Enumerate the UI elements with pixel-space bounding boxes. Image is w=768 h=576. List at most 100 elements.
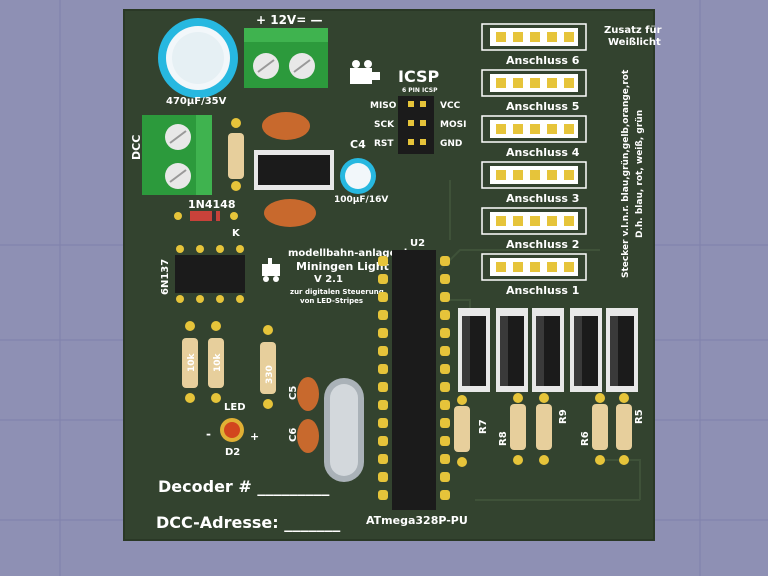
c5-label: C5 [288, 386, 299, 400]
dcc-label: DCC [130, 135, 143, 160]
connector-anschluss-4: Anschluss 4 [481, 115, 587, 159]
r8-label: R8 [498, 431, 509, 446]
icsp-vcc: VCC [440, 101, 461, 111]
capacitor-c5 [297, 377, 319, 411]
mcu-pad [440, 292, 450, 302]
connector-label: Anschluss 1 [506, 284, 579, 297]
u2-label: U2 [410, 238, 425, 249]
optocoupler-label: 6N137 [160, 259, 171, 295]
resistor-10k-a-label: 10k [187, 352, 197, 372]
icsp-mosi: MOSI [440, 120, 466, 130]
power-terminal-label: + 12V= — [256, 13, 322, 27]
mcu-pad [378, 274, 388, 284]
resistor-r7 [454, 395, 470, 467]
resistor-dcc [228, 118, 244, 191]
ceramic-capacitor-top [262, 112, 310, 140]
mcu-pad [440, 472, 450, 482]
crystal-oscillator [324, 378, 364, 482]
mcu-pad [378, 382, 388, 392]
voltage-regulator [254, 150, 334, 190]
mcu-pad [440, 364, 450, 374]
power-terminal-block [244, 28, 328, 88]
c6-label: C6 [288, 428, 299, 442]
icsp-header [398, 96, 434, 154]
resistor-r5 [616, 393, 632, 465]
mcu-pad [440, 310, 450, 320]
resistor-330 [260, 325, 276, 409]
atmega-chip [392, 250, 436, 510]
r5-label: R5 [634, 409, 645, 424]
mosfet-row [458, 308, 638, 392]
r7-label: R7 [478, 419, 489, 434]
mosfet [570, 308, 602, 392]
pcb-traces [439, 180, 641, 501]
mcu-pad [440, 328, 450, 338]
resistor-10k-b [208, 321, 224, 403]
mcu-pad [440, 382, 450, 392]
resistor-330-label: 330 [265, 365, 275, 384]
brand-url: modellbahn-anlage.de [288, 248, 414, 259]
mcu-label: ATmega328P-PU [366, 514, 468, 527]
capacitor-c6 [297, 419, 319, 453]
connector-label: Anschluss 3 [506, 192, 579, 205]
dcc-terminal-block [142, 115, 212, 195]
mcu-pad [440, 274, 450, 284]
resistor-10k-b-label: 10k [213, 352, 223, 372]
diode-1n4148 [174, 211, 238, 221]
connector-anschluss-1: Anschluss 1 [481, 253, 587, 297]
resistor-10k-a [182, 321, 198, 403]
purpose-line-1: zur digitalen Steuerung [290, 288, 384, 296]
stecker-line-1: Stecker v.l.n.r. blau,grün,gelb,orange,r… [621, 69, 631, 278]
mosfet [606, 308, 638, 392]
connector-anschluss-5: Anschluss 5 [481, 69, 587, 113]
mcu-pad [378, 472, 388, 482]
led-minus: - [206, 427, 211, 441]
connector-anschluss-3: Anschluss 3 [481, 161, 587, 205]
icsp-miso: MISO [370, 101, 397, 111]
connector-list: Anschluss 6 Anschluss 5 Anschluss 4 Anschlu… [481, 23, 587, 297]
project-version: V 2.1 [314, 274, 343, 285]
mcu-pad [378, 292, 388, 302]
diode-k-label: K [232, 228, 241, 239]
stecker-line-2: D.h. blau, rot, weiß, grün [635, 110, 645, 238]
icsp-subtitle: 6 PIN ICSP [402, 87, 438, 94]
connector-label: Anschluss 4 [506, 146, 580, 159]
icsp-sck: SCK [374, 120, 395, 130]
connector-anschluss-6: Anschluss 6 [481, 23, 587, 67]
locomotive-icon [262, 258, 280, 282]
led-label: LED [224, 402, 246, 413]
mcu-pad [440, 436, 450, 446]
r9-label: R9 [558, 409, 569, 424]
mosfet [458, 308, 490, 392]
mcu-pad [440, 454, 450, 464]
capacitor-470uf [158, 18, 238, 98]
mosfet [532, 308, 564, 392]
mcu-pads [378, 256, 450, 500]
icsp-gnd: GND [440, 139, 462, 149]
connector-label: Anschluss 5 [506, 100, 579, 113]
resistor-r8 [510, 393, 526, 465]
diode-label: 1N4148 [188, 198, 235, 211]
mcu-pad [378, 490, 388, 500]
mcu-pad [440, 400, 450, 410]
mcu-pad [440, 346, 450, 356]
purpose-line-2: von LED-Stripes [300, 297, 363, 305]
connector-label: Anschluss 2 [506, 238, 579, 251]
resistor-r6 [592, 393, 608, 465]
led-plus: + [250, 430, 259, 443]
camera-icon [350, 60, 380, 84]
mcu-pad [378, 400, 388, 410]
icsp-title: ICSP [398, 67, 440, 86]
connector-label: Anschluss 6 [506, 54, 580, 67]
mcu-pad [378, 364, 388, 374]
mcu-pad [378, 418, 388, 428]
d2-label: D2 [225, 447, 240, 458]
mcu-pad [378, 256, 388, 266]
ceramic-capacitor-bottom [264, 199, 316, 227]
r6-label: R6 [580, 431, 591, 446]
mcu-pad [378, 328, 388, 338]
mcu-pad [440, 418, 450, 428]
project-name: Miningen Light [296, 260, 389, 273]
mcu-pad [440, 256, 450, 266]
